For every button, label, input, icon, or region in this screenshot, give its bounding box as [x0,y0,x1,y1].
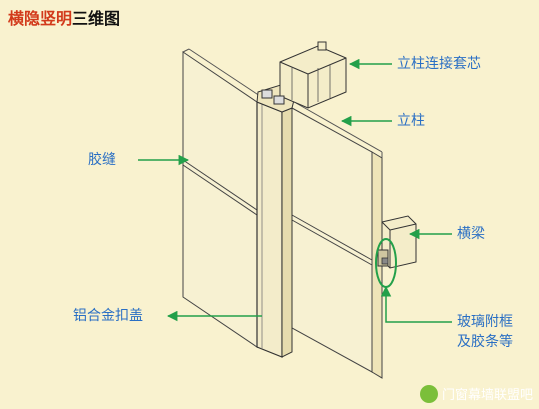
watermark: 门窗幕墙联盟吧 [419,384,533,403]
label-cover-cap: 铝合金扣盖 [73,308,143,324]
mullion-sleeve [279,45,347,109]
label-glass-frame-line2: 及胶条等 [457,334,513,350]
watermark-text: 门窗幕墙联盟吧 [441,388,533,403]
left-glass-panel [182,51,258,348]
aluminium-cover-cap [256,101,283,358]
right-glue-seam [291,214,373,261]
chat-logo-icon [419,384,438,403]
left-glue-seam [182,159,258,211]
label-glass-frame-line1: 玻璃附框 [457,314,513,330]
label-mullion-sleeve: 立柱连接套芯 [397,56,481,72]
label-glue-seam: 胶缝 [88,152,116,168]
title-rest: 三维图 [72,9,121,28]
label-mullion: 立柱 [397,113,425,129]
arrow-glass-frame [380,285,452,323]
page-title: 横隐竖明三维图 [8,5,120,29]
cover-cap-side [281,107,293,358]
left-panel-edge [188,48,264,99]
label-transom: 横梁 [457,226,485,242]
right-glass-panel [291,107,373,373]
title-highlight: 横隐竖明 [8,9,73,28]
